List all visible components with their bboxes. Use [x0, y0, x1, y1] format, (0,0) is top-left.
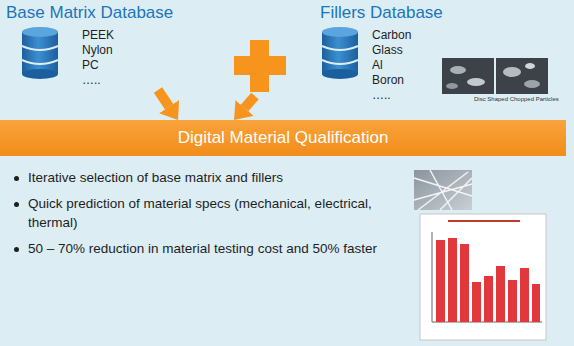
bullet-dot: [14, 202, 19, 207]
bullet-text: Iterative selection of base matrix and f…: [28, 168, 283, 187]
bullet-item: Quick prediction of material specs (mech…: [14, 194, 394, 232]
database-title: Fillers Database: [320, 2, 443, 24]
process-band: Digital Material Qualification: [0, 120, 566, 156]
material-item: Al: [372, 58, 443, 73]
bullet-text: 50 – 70% reduction in material testing c…: [28, 239, 377, 258]
bullet-dot: [14, 247, 19, 252]
bar-chart: [420, 214, 546, 340]
band-title: Digital Material Qualification: [178, 128, 389, 148]
flow-arrow: [158, 90, 169, 107]
material-item: Boron: [372, 73, 443, 88]
material-item: PEEK: [82, 28, 173, 43]
material-item: Carbon: [372, 28, 443, 43]
database-icon: [22, 27, 58, 79]
bullet-dot: [14, 176, 19, 181]
bullet-item: Iterative selection of base matrix and f…: [14, 168, 394, 187]
photo-caption: Disc Shaped Chopped Particles: [474, 96, 559, 102]
particles-photo: [442, 58, 548, 94]
material-item: Glass: [372, 43, 443, 58]
database-icon: [322, 27, 358, 79]
flow-arrow: [245, 96, 255, 108]
plus-symbol: [234, 40, 286, 92]
material-item: Nylon: [82, 43, 173, 58]
database-group: Base Matrix DatabasePEEKNylonPC…..: [6, 2, 173, 90]
material-item: PC: [82, 58, 173, 73]
database-group: Fillers DatabaseCarbonGlassAlBoron…..: [255, 2, 443, 105]
bullet-list: Iterative selection of base matrix and f…: [14, 168, 394, 265]
bullet-text: Quick prediction of material specs (mech…: [28, 194, 394, 232]
material-item: …..: [372, 88, 443, 103]
material-item: …..: [82, 73, 173, 88]
bullet-item: 50 – 70% reduction in material testing c…: [14, 239, 394, 258]
fiber-photo: [414, 170, 472, 210]
database-title: Base Matrix Database: [6, 2, 173, 24]
